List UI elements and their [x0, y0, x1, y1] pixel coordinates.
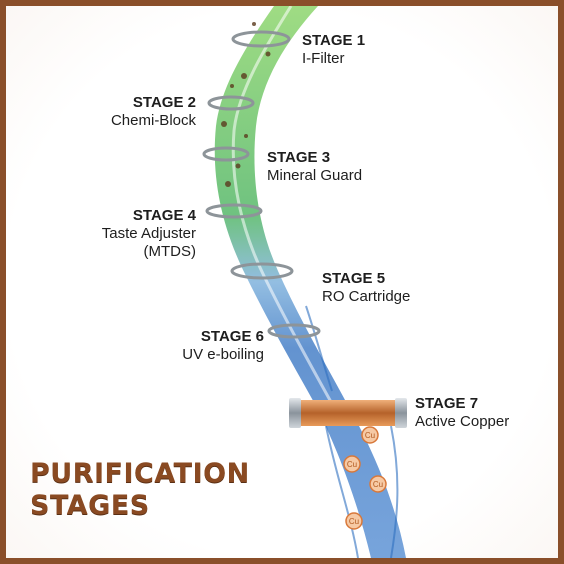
stage-2-name: Chemi-Block: [110, 112, 196, 129]
stage-4-name: Taste Adjuster: [101, 225, 196, 242]
impurity-particles: [221, 22, 271, 187]
water-highlight: [231, 6, 338, 412]
copper-ion-label: Cu: [347, 460, 357, 469]
stage-6-ring: [267, 323, 321, 339]
stage-3-title: STAGE 3: [267, 149, 331, 166]
stage-5-name: RO Cartridge: [322, 288, 411, 305]
water-stream-illustration: Cu Cu Cu Cu: [202, 6, 407, 558]
stage-7-title: STAGE 7: [415, 395, 479, 412]
copper-ion-label: Cu: [373, 480, 383, 489]
stage-4-title: STAGE 4: [132, 207, 196, 224]
stage-7-label: STAGE 7 Active Copper: [415, 395, 509, 431]
stage-1-name: I-Filter: [302, 50, 345, 67]
stage-3-ring: [202, 146, 250, 162]
copper-ion-label: Cu: [365, 431, 375, 440]
stage-4-name-extra: (MTDS): [143, 243, 197, 260]
stage-1-title: STAGE 1: [302, 32, 366, 49]
stage-5-ring: [230, 262, 294, 280]
copper-ions: [343, 426, 387, 530]
stage-2-ring: [207, 95, 255, 111]
stage-2-label: STAGE 2 Chemi-Block: [111, 94, 196, 130]
copper-cartridge: [289, 398, 407, 428]
stage-2-title: STAGE 2: [132, 94, 196, 111]
purification-stages-heading: PURIFICATION STAGES: [30, 458, 250, 522]
stage-1-label: STAGE 1 I-Filter: [302, 32, 365, 68]
stage-4-label: STAGE 4 Taste Adjuster (MTDS): [102, 207, 196, 261]
stage-7-name: Active Copper: [415, 413, 510, 430]
stage-3-name: Mineral Guard: [267, 167, 363, 184]
stage-6-label: STAGE 6 UV e-boiling: [182, 328, 264, 364]
copper-ion-label: Cu: [349, 517, 359, 526]
stage-6-title: STAGE 6: [200, 328, 264, 345]
stage-1-ring: [231, 30, 291, 48]
water-stream: [214, 6, 406, 558]
water-splash-lines: [305, 305, 399, 558]
stage-5-title: STAGE 5: [322, 270, 386, 287]
stage-6-name: UV e-boiling: [182, 346, 264, 363]
stage-4-ring: [205, 203, 263, 219]
heading-line-2: STAGES: [30, 489, 150, 521]
heading-line-1: PURIFICATION: [30, 458, 250, 489]
stage-5-label: STAGE 5 RO Cartridge: [322, 270, 410, 306]
stage-3-label: STAGE 3 Mineral Guard: [267, 149, 362, 185]
